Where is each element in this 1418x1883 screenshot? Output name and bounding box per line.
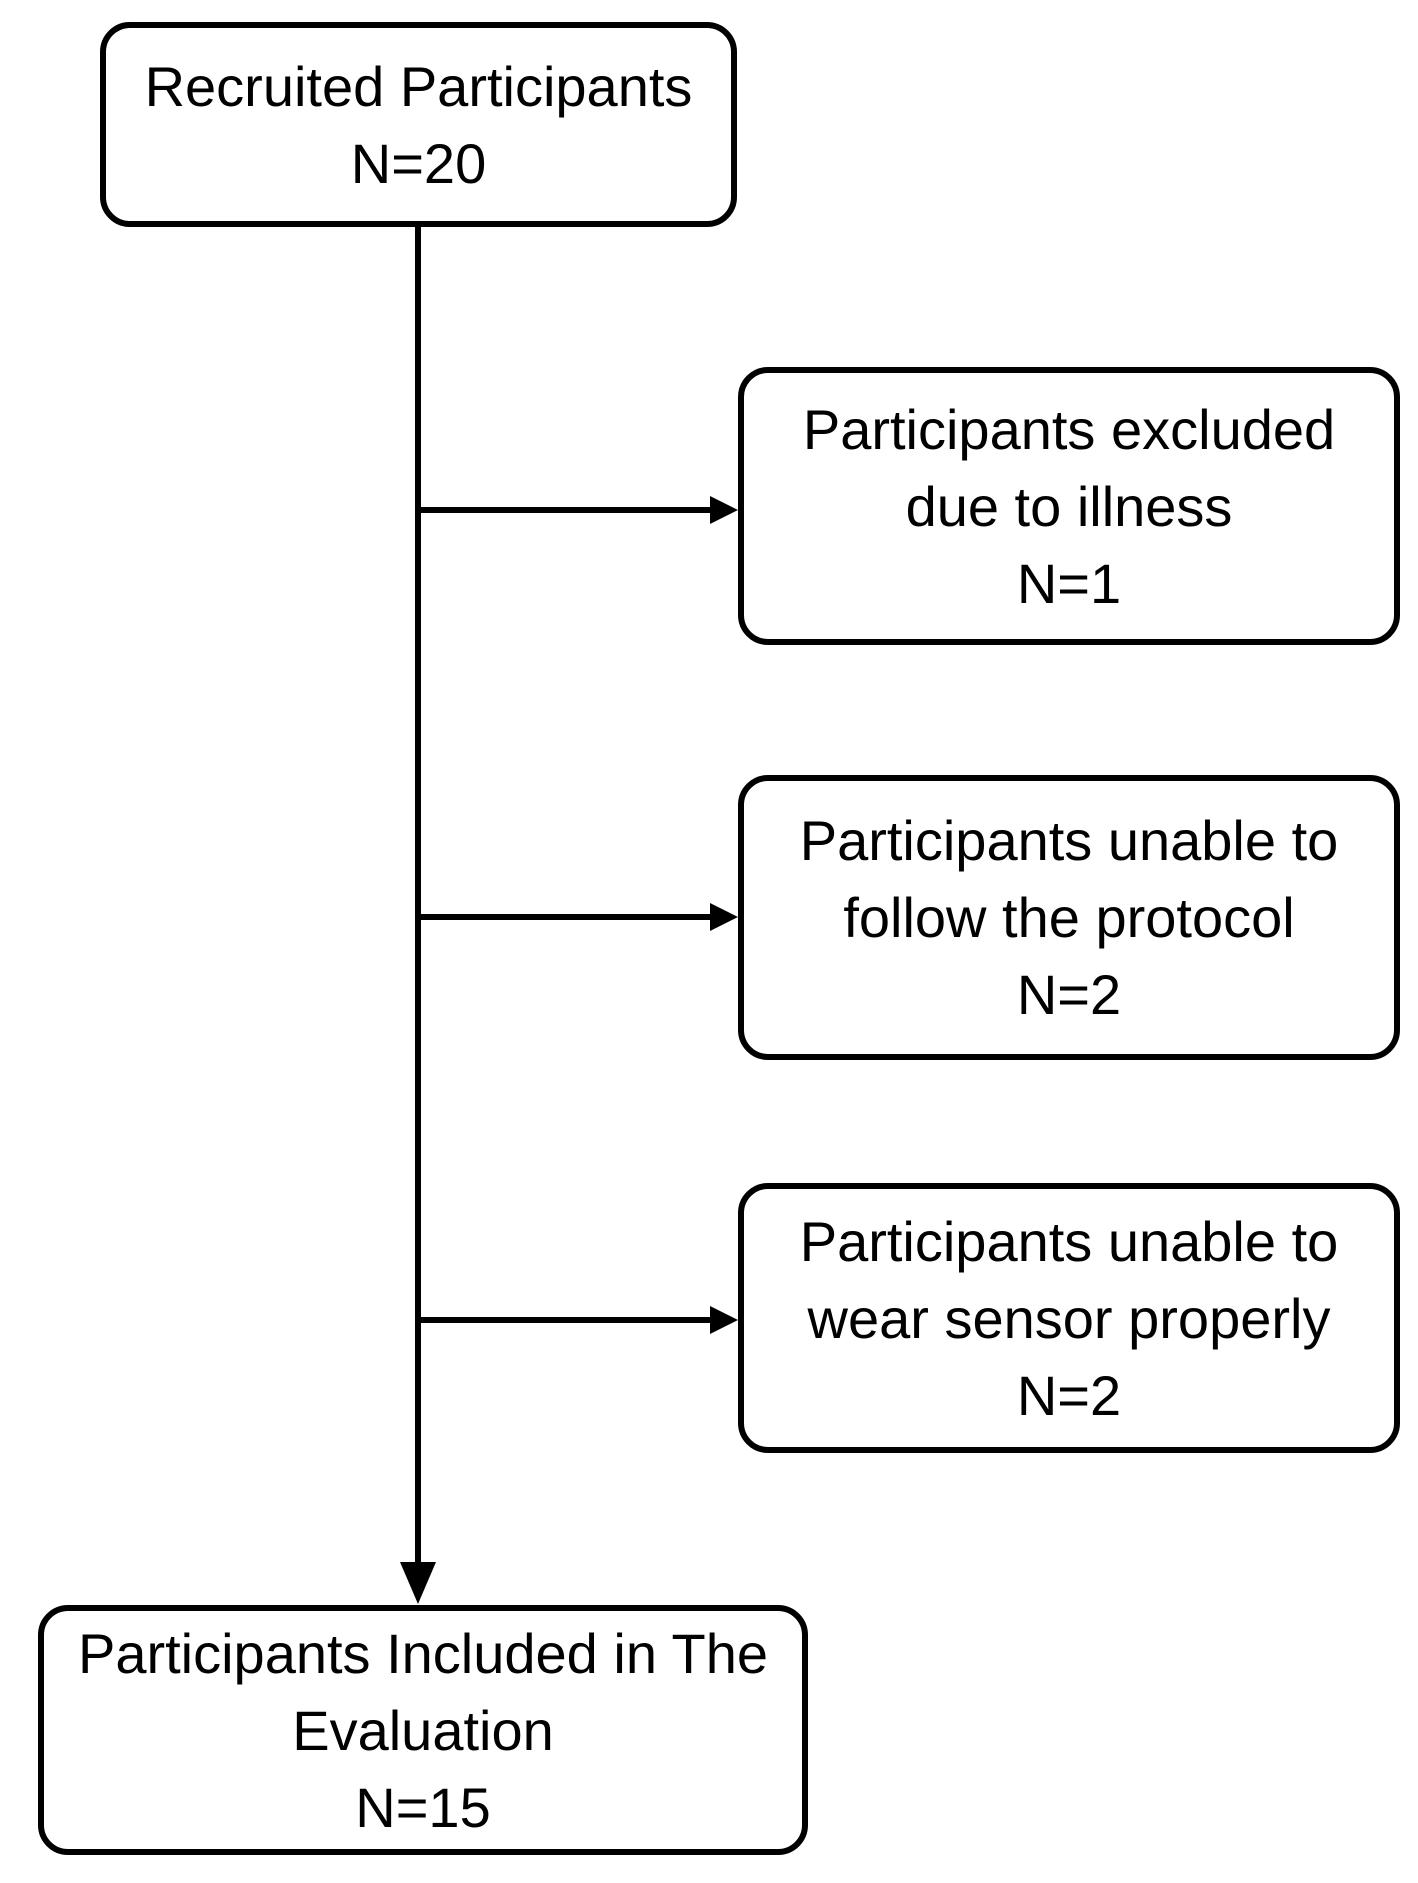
branch-arrowhead-protocol-icon	[710, 903, 738, 931]
node-text-line: Evaluation	[292, 1698, 554, 1762]
trunk-arrowhead-icon	[400, 1562, 436, 1604]
node-text-line: due to illness	[905, 474, 1233, 538]
branch-arrowhead-sensor-icon	[710, 1306, 738, 1334]
node-text-line: Participants Included in The	[77, 1621, 769, 1685]
node-unable-to-follow-protocol: Participants unable to follow the protoc…	[738, 775, 1400, 1060]
node-text-line: Recruited Participants	[144, 54, 693, 118]
node-included-in-evaluation: Participants Included in The Evaluation …	[38, 1605, 808, 1855]
node-count: N=1	[1016, 551, 1122, 615]
node-text-line: Participants unable to	[799, 1209, 1339, 1273]
node-text-line: follow the protocol	[843, 886, 1295, 949]
node-text-line: wear sensor properly	[807, 1286, 1331, 1350]
node-count: N=15	[355, 1775, 491, 1839]
branch-arrowhead-illness-icon	[710, 496, 738, 524]
node-text-line: Participants excluded	[802, 397, 1336, 461]
node-count: N=20	[350, 131, 487, 195]
node-text-line: Participants unable to	[799, 809, 1339, 872]
node-count: N=2	[1016, 963, 1122, 1026]
node-recruited-participants: Recruited Participants N=20	[100, 22, 737, 227]
node-count: N=2	[1016, 1363, 1122, 1427]
node-unable-to-wear-sensor: Participants unable to wear sensor prope…	[738, 1183, 1400, 1453]
node-excluded-illness: Participants excluded due to illness N=1	[738, 367, 1400, 645]
